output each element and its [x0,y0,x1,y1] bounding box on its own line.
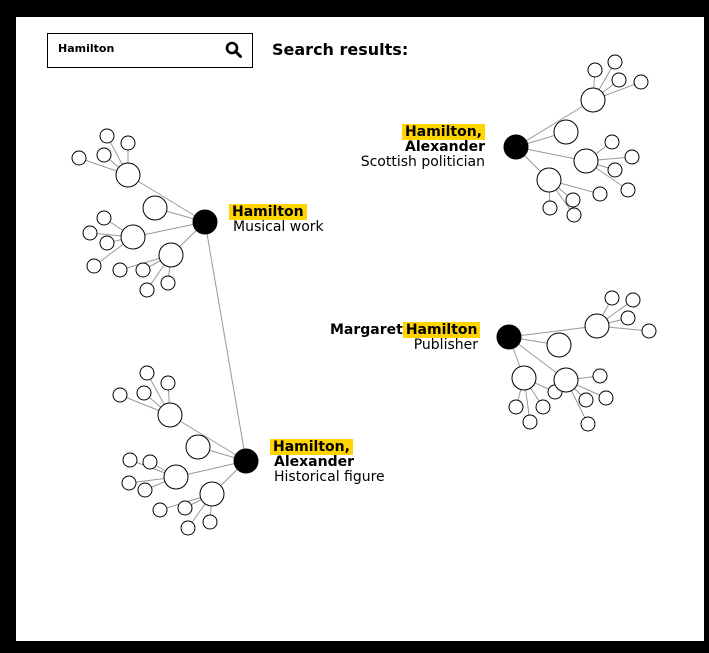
graph-leaf-node [598,390,614,406]
graph-leaf-node [641,323,657,339]
graph-node [511,365,537,391]
result-highlight: Hamilton [229,204,307,220]
graph-leaf-node [160,375,176,391]
graph-leaf-node [135,262,151,278]
graph-leaf-node [592,368,608,384]
result-description: Musical work [233,219,324,235]
graph-node [553,119,579,145]
graph-leaf-node [620,182,636,198]
graph-leaf-node [565,192,581,208]
graph-node [157,402,183,428]
graph-leaf-node [587,62,603,78]
graph-leaf-node [542,200,558,216]
graph-leaf-node [624,149,640,165]
graph-node [584,313,610,339]
graph-leaf-node [82,225,98,241]
result-hub-node[interactable] [496,324,522,350]
graph-leaf-node [604,134,620,150]
graph-leaf-node [99,128,115,144]
search-input[interactable]: Hamilton [47,33,253,68]
graph-leaf-node [96,147,112,163]
result-label-scottish[interactable]: Hamilton, Alexander Scottish politician [345,123,485,170]
graph-node [553,367,579,393]
graph-edge [127,174,206,223]
graph-leaf-node [122,452,138,468]
graph-leaf-node [566,207,582,223]
graph-node [163,464,189,490]
graph-leaf-node [86,258,102,274]
graph-leaf-node [604,290,620,306]
result-hub-node[interactable] [233,448,259,474]
graph-leaf-node [120,135,136,151]
graph-leaf-node [139,282,155,298]
graph-node [115,162,141,188]
graph-leaf-node [160,275,176,291]
graph-leaf-node [522,414,538,430]
graph-leaf-node [71,150,87,166]
graph-edge [515,99,594,148]
result-highlight: Hamilton, [402,124,485,140]
graph-leaf-node [136,385,152,401]
graph-leaf-node [633,74,649,90]
graph-leaf-node [535,399,551,415]
graph-node [142,195,168,221]
result-highlight: Hamilton [402,322,481,338]
graph-node [580,87,606,113]
graph-leaf-node [177,500,193,516]
graph-leaf-node [620,310,636,326]
graph-leaf-node [142,454,158,470]
graph-node [158,242,184,268]
graph-leaf-node [121,475,137,491]
result-name: Alexander [405,139,485,155]
graph-leaf-node [99,235,115,251]
graph-leaf-node [112,387,128,403]
graph-leaf-node [592,186,608,202]
result-prefix: Margaret [330,322,403,338]
graph-leaf-node [202,514,218,530]
graph-node [185,434,211,460]
graph-leaf-node [611,72,627,88]
graph-edge [169,414,247,462]
result-name: Alexander [274,454,354,470]
graph-leaf-node [152,502,168,518]
graph-leaf-node [112,262,128,278]
result-label-musical[interactable]: Hamilton Musical work [229,203,324,235]
graph-leaf-node [508,399,524,415]
graph-leaf-node [580,416,596,432]
graph-edge [508,325,598,338]
result-label-historical[interactable]: Hamilton, Alexander Historical figure [270,438,385,485]
graph-leaf-node [180,520,196,536]
graph-node [546,332,572,358]
graph-leaf-node [137,482,153,498]
results-title: Search results: [272,40,409,59]
graph-leaf-node [625,292,641,308]
search-query: Hamilton [58,42,115,55]
result-description: Scottish politician [360,154,485,170]
graph-leaf-node [578,392,594,408]
search-icon[interactable] [225,41,243,59]
result-description: Historical figure [274,469,385,485]
result-link-edge [204,221,247,462]
graph-leaf-node [96,210,112,226]
result-highlight: Hamilton, [270,439,353,455]
result-hub-node[interactable] [503,134,529,160]
graph-node [199,481,225,507]
result-description: Publisher [413,337,478,353]
graph-leaf-node [607,162,623,178]
graph-node [573,148,599,174]
graph-leaf-node [139,365,155,381]
result-hub-node[interactable] [192,209,218,235]
graph-leaf-node [607,54,623,70]
graph-node [536,167,562,193]
graph-node [120,224,146,250]
